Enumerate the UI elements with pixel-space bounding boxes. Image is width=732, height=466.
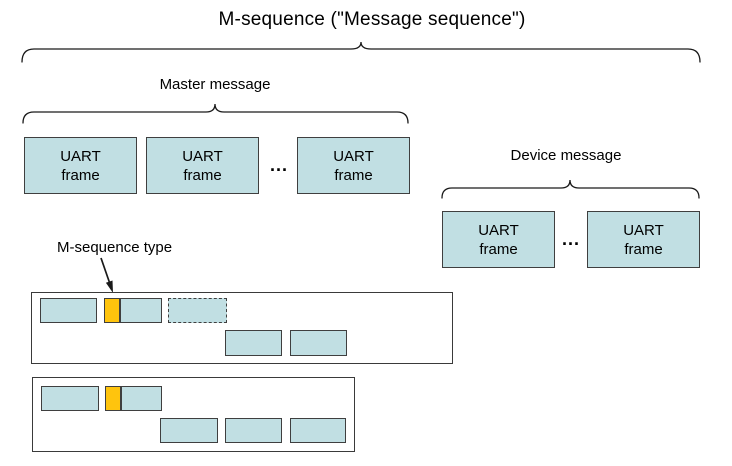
mini-frame <box>40 298 97 323</box>
master-uart-frame-1: UART frame <box>24 137 137 194</box>
device-uart-frame-1: UART frame <box>442 211 555 268</box>
master-message-label: Master message <box>159 76 271 93</box>
mseq-brace <box>21 41 701 63</box>
master-message-brace <box>22 103 409 124</box>
uart-frame-line2: frame <box>479 240 518 258</box>
mini-frame <box>121 386 162 411</box>
uart-frame-line1: UART <box>623 221 664 239</box>
mini-frame <box>225 418 282 443</box>
sequence-example-2 <box>32 377 355 452</box>
uart-frame-line1: UART <box>333 147 374 165</box>
uart-frame-line2: frame <box>624 240 663 258</box>
mini-frame <box>160 418 218 443</box>
device-message-brace <box>441 179 700 199</box>
mini-frame <box>120 298 162 323</box>
master-frames-ellipsis: ... <box>269 155 288 175</box>
device-message-label: Device message <box>510 147 622 164</box>
uart-frame-line1: UART <box>182 147 223 165</box>
master-uart-frame-n: UART frame <box>297 137 410 194</box>
mini-frame <box>41 386 99 411</box>
uart-frame-line1: UART <box>478 221 519 239</box>
mini-frame <box>290 418 346 443</box>
device-uart-frame-n: UART frame <box>587 211 700 268</box>
master-uart-frame-2: UART frame <box>146 137 259 194</box>
device-frames-ellipsis: ... <box>561 229 580 249</box>
diagram-title: M-sequence ("Message sequence") <box>218 9 526 30</box>
sequence-example-1 <box>31 292 453 364</box>
mseq-type-marker <box>104 298 120 323</box>
mini-frame <box>290 330 347 356</box>
optional-frame-dashed <box>168 298 227 323</box>
uart-frame-line1: UART <box>60 147 101 165</box>
uart-frame-line2: frame <box>61 166 100 184</box>
mini-frame <box>225 330 282 356</box>
mseq-type-arrow-line <box>100 257 111 285</box>
mseq-type-label: M-sequence type <box>57 239 173 256</box>
uart-frame-line2: frame <box>334 166 373 184</box>
uart-frame-line2: frame <box>183 166 222 184</box>
mseq-type-marker <box>105 386 121 411</box>
